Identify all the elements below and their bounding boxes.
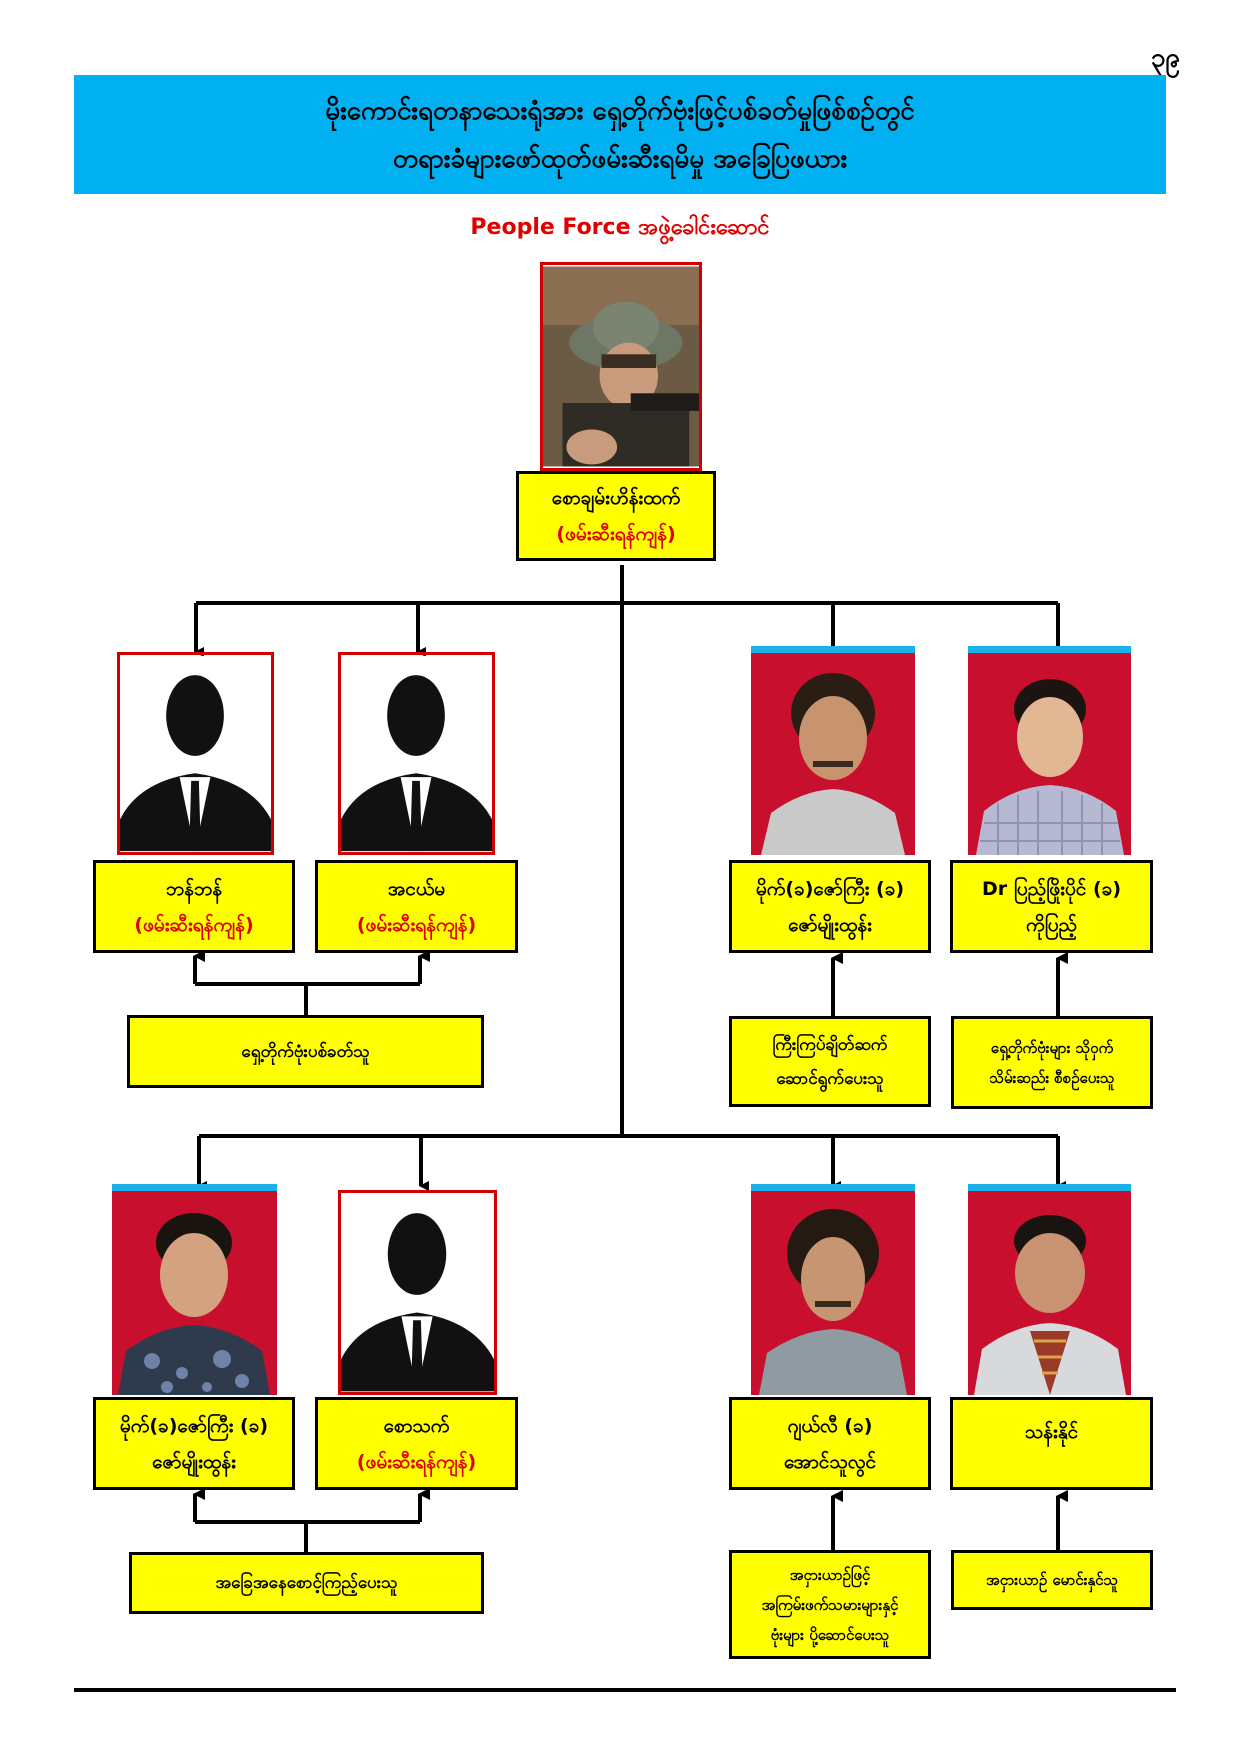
row2-role-third-line2: အကြမ်းဖက်သမားများနှင့် [761, 1595, 899, 1614]
row1-photo-2 [338, 652, 495, 855]
row2-role-fourth: အငှားယာဉ် မောင်းနှင်သူ [951, 1550, 1153, 1610]
leader-photo [540, 262, 702, 471]
row1-status-2: (ဖမ်းဆီးရန်ကျန်) [356, 913, 477, 936]
row1-photo-3 [751, 646, 915, 855]
row2-photo-4 [968, 1184, 1131, 1395]
row1-role-left-text: ရှေ့တိုက်ဗုံးပစ်ခတ်သူ [241, 1041, 370, 1062]
title-line-2: တရားခံများဖော်ထုတ်ဖမ်းဆီးရမိမှု အခြေပြဖယ… [392, 143, 848, 174]
page-number: ၃၉ [1150, 43, 1180, 73]
row1-name-1: ဘန်ဘန် [165, 877, 223, 900]
row1-box-3: မိုက်(ခ)ဇော်ကြီး (ခ) ဇော်မျိုးထွန်း [729, 860, 931, 953]
row1-role-third: ကြီးကြပ်ချိတ်ဆက် ဆောင်ရွက်ပေးသူ [729, 1016, 931, 1107]
row2-name-4: သန်းနိုင် [1024, 1421, 1079, 1443]
row1-name-3: မိုက်(ခ)ဇော်ကြီး (ခ) [755, 877, 905, 900]
row2-photo-3 [751, 1184, 915, 1395]
leader-caption: People Force အဖွဲ့ခေါင်းဆောင် [470, 215, 770, 240]
row1-name-2: အငယ်မ [387, 877, 446, 900]
portrait-icon [968, 1191, 1131, 1395]
row1-role-left: ရှေ့တိုက်ဗုံးပစ်ခတ်သူ [127, 1015, 484, 1088]
portrait-icon [968, 653, 1131, 855]
row1-role-fourth: ရှေ့တိုက်ဗုံးများ သိုဝှက် သိမ်းဆည်း စီစဉ… [951, 1016, 1153, 1109]
row2-role-left: အခြေအနေစောင့်ကြည့်ပေးသူ [129, 1552, 484, 1614]
portrait-icon [112, 1191, 277, 1395]
row1-box-4: Dr ပြည့်ဖြိုးပိုင် (ခ) ကိုပြည့် [950, 860, 1153, 953]
row2-photo-1 [112, 1184, 277, 1395]
bottom-rule [74, 1688, 1176, 1692]
row1-alias-3: ဇော်မျိုးထွန်း [788, 913, 872, 936]
row1-alias-4: ကိုပြည့် [1026, 913, 1077, 936]
row1-role-third-line1: ကြီးကြပ်ချိတ်ဆက် [772, 1034, 888, 1055]
silhouette-icon [120, 655, 271, 852]
row2-box-3: ဂျယ်လီ (ခ) အောင်သူလွင် [729, 1397, 931, 1490]
row2-status-2: (ဖမ်းဆီးရန်ကျန်) [356, 1450, 477, 1473]
row2-box-4: သန်းနိုင် [950, 1397, 1153, 1490]
silhouette-icon [341, 655, 492, 852]
row2-role-third-line3: ဗုံးများ ပို့ဆောင်ပေးသူ [770, 1625, 890, 1644]
row2-name-3: ဂျယ်လီ (ခ) [787, 1414, 873, 1437]
silhouette-icon [341, 1193, 494, 1392]
row2-role-left-text: အခြေအနေစောင့်ကြည့်ပေးသူ [215, 1573, 398, 1593]
leader-status: (ဖမ်းဆီးရန်ကျန်) [556, 523, 676, 545]
row2-role-fourth-text: အငှားယာဉ် မောင်းနှင်သူ [986, 1571, 1118, 1589]
row2-alias-3: အောင်သူလွင် [783, 1450, 877, 1473]
row2-box-1: မိုက်(ခ)ဇော်ကြီး (ခ) ဇော်မျိုးထွန်း [93, 1397, 295, 1490]
row2-box-2: စောသက် (ဖမ်းဆီးရန်ကျန်) [315, 1397, 518, 1490]
row2-alias-1: ဇော်မျိုးထွန်း [152, 1450, 236, 1473]
leader-box: စောချမ်းဟိန်းထက် (ဖမ်းဆီးရန်ကျန်) [516, 471, 716, 561]
row2-photo-2 [338, 1190, 497, 1395]
row2-name-2: စောသက် [383, 1414, 450, 1437]
row1-box-1: ဘန်ဘန် (ဖမ်းဆီးရန်ကျန်) [93, 860, 295, 953]
row1-photo-1 [117, 652, 274, 855]
portrait-icon [751, 653, 915, 855]
row1-name-4: Dr ပြည့်ဖြိုးပိုင် (ခ) [981, 877, 1122, 900]
row1-photo-4 [968, 646, 1131, 855]
row2-role-third: အငှားယာဉ်ဖြင့် အကြမ်းဖက်သမားများနှင့် ဗု… [729, 1550, 931, 1659]
row1-box-2: အငယ်မ (ဖမ်းဆီးရန်ကျန်) [315, 860, 518, 953]
row1-status-1: (ဖမ်းဆီးရန်ကျန်) [134, 913, 254, 936]
row2-role-third-line1: အငှားယာဉ်ဖြင့် [789, 1565, 871, 1584]
row1-role-fourth-line2: သိမ်းဆည်း စီစဉ်ပေးသူ [989, 1068, 1115, 1087]
row1-role-third-line2: ဆောင်ရွက်ပေးသူ [776, 1068, 884, 1089]
row1-role-fourth-line1: ရှေ့တိုက်ဗုံးများ သိုဝှက် [990, 1038, 1114, 1057]
leader-name: စောချမ်းဟိန်းထက် [551, 487, 681, 509]
title-banner: မိုးကောင်းရတနာသေးရုံအား ရှေ့တိုက်ဗုံးဖြင… [74, 75, 1166, 194]
title-line-1: မိုးကောင်းရတနာသေးရုံအား ရှေ့တိုက်ဗုံးဖြင… [325, 95, 915, 126]
soldier-portrait-icon [543, 266, 699, 467]
portrait-icon [751, 1191, 915, 1395]
row2-name-1: မိုက်(ခ)ဇော်ကြီး (ခ) [119, 1414, 269, 1437]
